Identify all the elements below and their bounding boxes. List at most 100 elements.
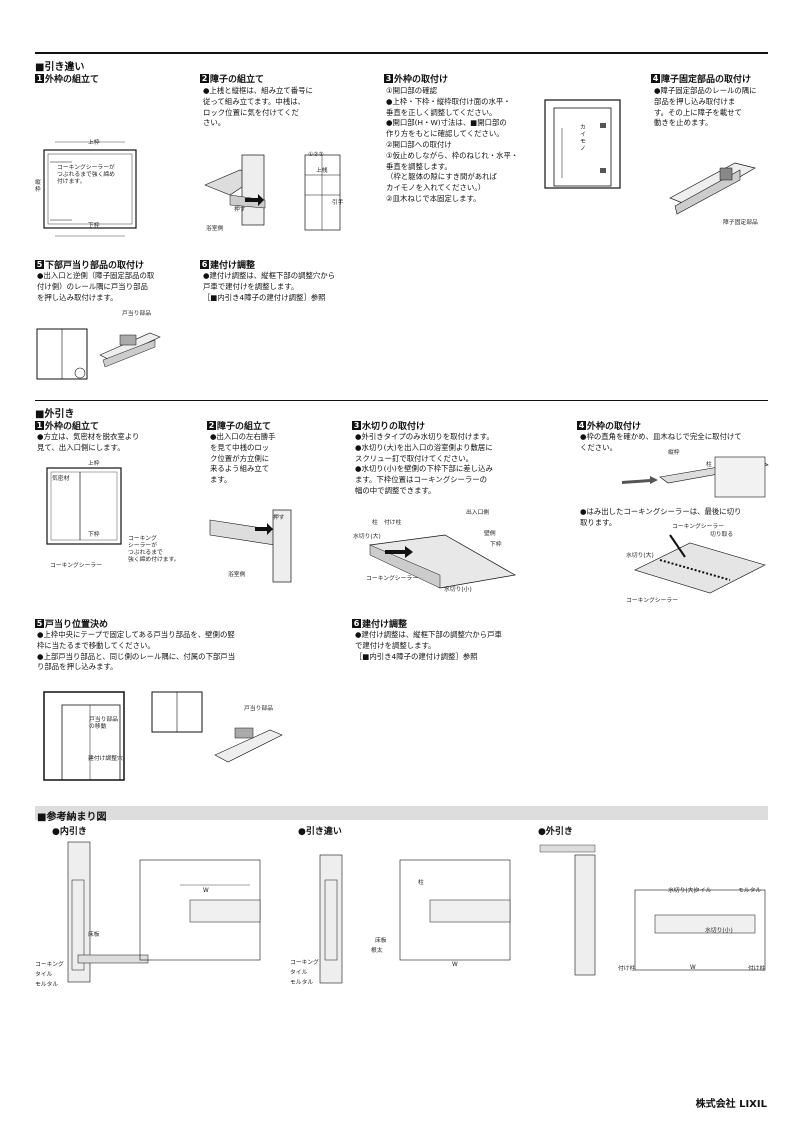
text-line: 枠に当たるまで移動してください。	[37, 640, 155, 650]
text-line: ●出入口の左右勝手	[210, 432, 276, 441]
label-kaimono: カイモノ	[580, 125, 586, 152]
label-cut-off: 切り取る	[710, 532, 734, 538]
label-push: 押す	[234, 207, 246, 213]
label-water-big: 水切り(大)	[353, 534, 381, 540]
door-stop-position-diagram	[43, 691, 125, 781]
text-line: ●障子固定部品のレールの隅に	[654, 86, 757, 95]
text-line: ［■内引き4障子の建付け調整］参照	[203, 292, 326, 302]
step-title-text: 障子固定部品の取付け	[661, 75, 752, 85]
text-line: ②開口部への取付け	[386, 139, 452, 149]
label-pillar: 柱	[372, 520, 378, 526]
text-line: を見て中桟のロッ	[210, 442, 270, 452]
s2-sash-assembly-diagram	[209, 509, 292, 583]
step-title-text: 外枠の取付け	[394, 75, 449, 85]
text-line: ●上部戸当り部品と、同じ側のレール隅に、付属の下部戸当	[37, 651, 236, 661]
text-line: 垂直を調整します。	[386, 161, 452, 171]
label-bottom-frame: 下枠	[88, 223, 100, 229]
top-rule	[35, 52, 768, 54]
label-upper-rail: 上桟	[316, 168, 328, 174]
s2-frame-install-diagram	[622, 456, 769, 498]
step-title-text: 建付け調整	[362, 620, 408, 630]
text-line: 付け側）のレール隅に戸当り部品	[37, 281, 148, 291]
reference-header-bar	[35, 806, 768, 820]
label-caulking-2: コーキング	[290, 960, 319, 966]
sash-fix-part-diagram	[669, 162, 756, 215]
text-line: ●出入口と逆側（障子固定部品の取	[37, 271, 155, 280]
label-water-small: 水切り(小)	[444, 587, 472, 593]
text-line: 来るよう組み立て	[210, 464, 270, 474]
text-line: ①開口部の確認	[386, 86, 437, 95]
step-number: 4	[577, 421, 586, 430]
step-4-text: ●障子固定部品のレールの隅に 部品を押し込み取付けま す。その上に障子を載せて …	[654, 86, 757, 129]
text-line: ●建付け調整は、縦框下部の調整穴から	[203, 271, 336, 280]
label-top: 上枠	[88, 461, 100, 467]
s2-step-6-text: ●建付け調整は、縦框下部の調整穴から戸車 で建付けを調整します。 ［■内引き4障…	[355, 630, 502, 662]
label-mortar-2: モルタル	[290, 980, 314, 986]
s2-step-4-text2: ●はみ出したコーキングシーラーは、最後に切り 取ります。	[580, 507, 741, 529]
label-water-big-3: 水切り(大)	[668, 888, 696, 894]
label-caulk-note: コーキング シーラーが つぶれるまで 強く締め付けます。	[128, 536, 180, 563]
label-w-uchibiki: W	[203, 888, 209, 894]
text-line: 取ります。	[580, 517, 617, 527]
text-line: ください。	[580, 442, 617, 452]
sub-sotobiki: ●外引き	[538, 827, 573, 837]
step-title-text: 障子の組立て	[217, 422, 272, 432]
text-line: ロック位置に気を付けてくだ	[203, 107, 299, 117]
label-fix-wood-3: 付け柱	[618, 966, 636, 972]
step-number: 1	[35, 421, 44, 430]
step-6-text: ●建付け調整は、縦框下部の調整穴から 戸車で建付けを調整します。 ［■内引き4障…	[203, 271, 335, 303]
text-line: 部品を押し込み取付けま	[654, 96, 736, 106]
hikichigai-section-drawing	[319, 854, 511, 984]
label-frame-stud: 縦枠	[668, 450, 680, 456]
label-handle: 引手	[332, 200, 344, 206]
text-line: ●建付け調整は、縦框下部の調整穴から戸車	[355, 630, 502, 639]
text-line: スクリュー釘で取付けてください。	[355, 453, 474, 463]
outer-frame-diagram	[43, 141, 137, 237]
section-title-reference: ■参考納まり図	[37, 812, 107, 823]
label-sash-fix-part: 障子固定部品	[723, 220, 758, 226]
text-line: ●方立は、気密材を脱衣室より	[37, 432, 140, 441]
step-title-text: 障子の組立て	[210, 75, 265, 85]
label-mortar-3: モルタル	[738, 888, 762, 894]
s2-outer-frame-diagram	[46, 467, 122, 545]
step-5-text: ●出入口と逆側（障子固定部品の取 付け側）のレール隅に戸当り部品 を押し込み取付…	[37, 271, 154, 303]
text-line: ●水切り(小)を壁側の下枠下部に差し込み	[355, 464, 493, 474]
label-water-small-3: 水切り(小)	[705, 928, 733, 934]
step-number: 1	[35, 74, 44, 83]
step-number: 2	[207, 421, 216, 430]
label-entrance-side: 出入口側	[466, 510, 490, 516]
text-line: 戸車で建付けを調整します。	[203, 281, 299, 291]
section-title-hikichigai: ■引き違い	[35, 62, 85, 73]
label-door-stop-part: 戸当り部品	[122, 311, 151, 317]
step-number: 5	[35, 260, 44, 269]
step-title-text: 戸当り位置決め	[45, 620, 109, 630]
text-line: ●枠の直角を確かめ、皿木ねじで完全に取付けて	[580, 432, 742, 441]
step-title-text: 外枠の取付け	[587, 422, 642, 432]
door-stop-diagram	[36, 328, 161, 380]
label-s2-push: 押す	[273, 515, 285, 521]
label-fix-wood-4: 付け柱	[748, 966, 766, 972]
label-s2-pillar: 柱	[706, 462, 712, 468]
s2-step-2-text: ●出入口の左右勝手 を見て中桟のロッ ク位置が方立側に 来るよう組み立て ます。	[210, 432, 276, 486]
text-line: ②皿木ねじで本固定します。	[386, 193, 481, 203]
text-line: ●上枠中央にテープで固定してある戸当り部品を、壁側の竪	[37, 630, 235, 639]
text-line: ［■内引き4障子の建付け調整］参照	[355, 651, 478, 661]
text-line: ●開口部(H・W)寸法は、■開口部の	[386, 118, 507, 128]
label-s2-caulk-3: コーキングシーラー	[626, 598, 678, 604]
label-bathroom-side: 浴室側	[206, 226, 224, 232]
text-line: （枠と躯体の隙にすき間があれば	[386, 172, 497, 182]
step-number: 6	[352, 619, 361, 628]
sash-assembly-diagram	[204, 154, 341, 231]
text-line: ①仮止めしながら、枠のねじれ・水平・	[386, 150, 519, 160]
step-number: 4	[651, 74, 660, 83]
label-s2-caulk-2: コーキングシーラー	[672, 524, 724, 530]
label-tile-2: タイル	[290, 970, 308, 976]
